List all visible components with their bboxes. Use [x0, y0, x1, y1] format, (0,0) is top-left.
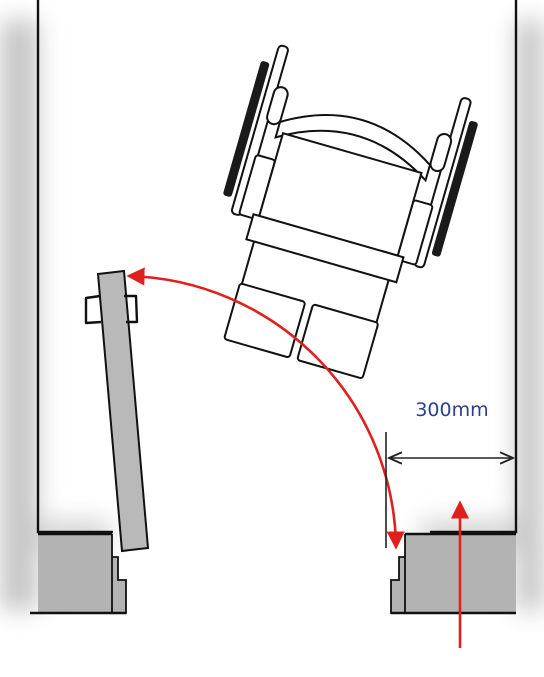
- door-swing-arrow: [126, 267, 405, 550]
- wall-shadows: [0, 20, 544, 610]
- doorway-wall-blocks: [30, 532, 516, 615]
- clearance-label: 300mm: [415, 399, 488, 421]
- left-wheel: [223, 61, 270, 197]
- right-wheel: [431, 120, 478, 257]
- door-leaf: [96, 269, 150, 553]
- open-door: [84, 269, 150, 553]
- left-wall-block: [38, 534, 112, 613]
- footplate-left: [223, 282, 306, 359]
- right-wall: [430, 0, 518, 534]
- wheelchair: [223, 44, 478, 379]
- backrest: [274, 114, 432, 183]
- footplate-right: [296, 303, 379, 379]
- door-handle: [84, 294, 102, 325]
- corridor-walls: [36, 0, 518, 534]
- clearance-dimension: 300mm: [385, 399, 513, 548]
- left-wall: [36, 0, 113, 534]
- right-door-jamb: [390, 534, 406, 614]
